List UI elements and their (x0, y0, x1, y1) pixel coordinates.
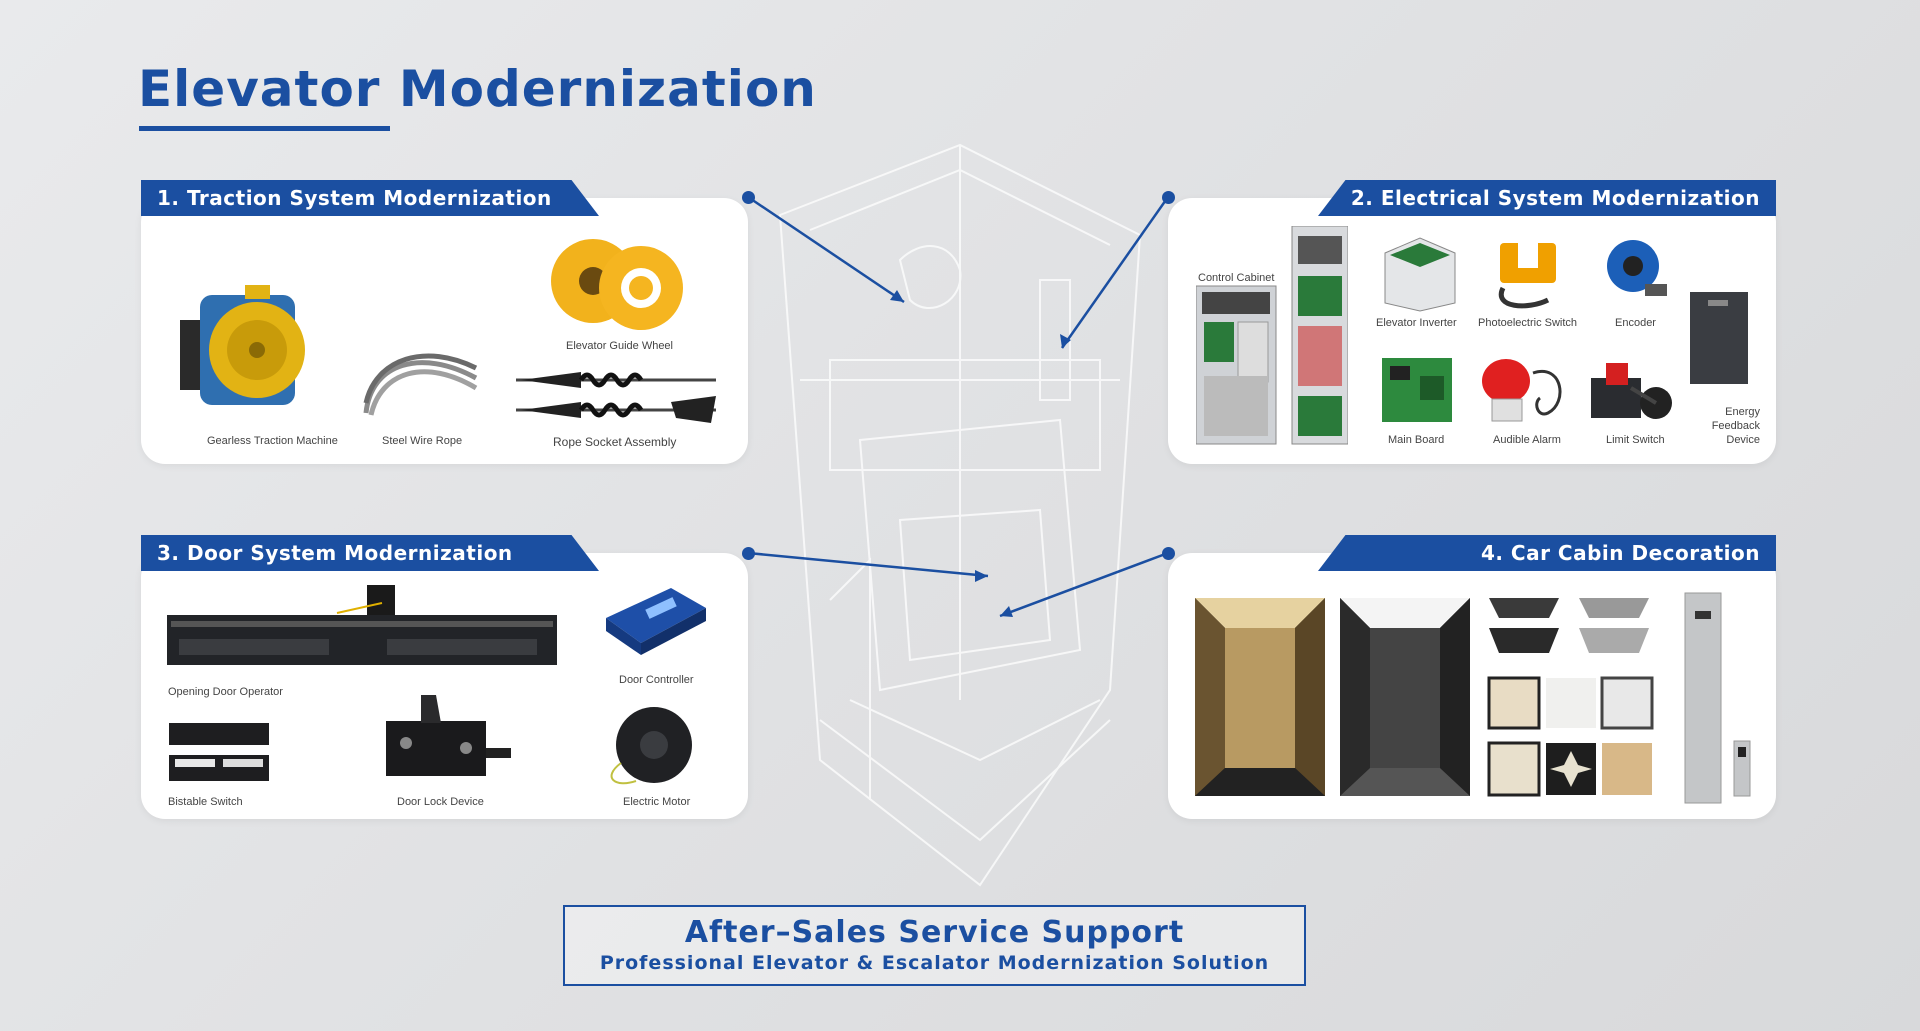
item-label: Photoelectric Switch (1478, 317, 1578, 329)
connector-dot-electrical (1162, 191, 1175, 204)
item-label: Audible Alarm (1493, 434, 1561, 446)
gearless-traction-machine-image (180, 285, 305, 405)
item-label: Energy Feedback Device (1711, 406, 1760, 446)
section-heading: 2. Electrical System Modernization (1318, 180, 1776, 216)
item-label: Control Cabinet (1198, 272, 1275, 284)
audible-alarm-image (1482, 359, 1562, 422)
traction-system-panel: 1. Traction System Modernization Gearles… (141, 180, 748, 464)
item-label: Main Board (1388, 434, 1445, 446)
cabin-interior-black-image (1340, 598, 1470, 796)
photoelectric-switch-image (1498, 243, 1556, 309)
encoder-image (1607, 240, 1667, 296)
connector-dot-cabin (1162, 547, 1175, 560)
energy-feedback-device-image (1690, 292, 1748, 384)
connector-dot-traction (742, 191, 755, 204)
item-label: Limit Switch (1606, 434, 1665, 446)
control-cabinet-image (1196, 226, 1348, 445)
item-label: Gearless Traction Machine (207, 435, 338, 447)
page-title: Elevator Modernization (138, 60, 817, 118)
item-label: Bistable Switch (168, 796, 243, 808)
item-label: Steel Wire Rope (382, 435, 463, 447)
connector-dot-door (742, 547, 755, 560)
elevator-guide-wheel-image (551, 239, 683, 330)
cabin-interior-gold-image (1195, 598, 1325, 796)
ceiling-and-floor-samples-image (1487, 598, 1654, 797)
opening-door-operator-image (167, 585, 557, 665)
rope-socket-assembly-image (516, 372, 716, 423)
door-controller-image (606, 588, 706, 655)
section-heading: 4. Car Cabin Decoration (1318, 535, 1776, 571)
section-heading: 3. Door System Modernization (141, 535, 599, 571)
title-underline (139, 126, 390, 131)
item-label: Rope Socket Assembly (553, 435, 677, 449)
electrical-system-panel: 2. Electrical System Modernization (1168, 180, 1776, 464)
car-operating-panel-image (1684, 592, 1751, 804)
limit-switch-image (1591, 363, 1672, 419)
item-label: Encoder (1615, 317, 1656, 329)
footer-subtitle: Professional Elevator & Escalator Modern… (599, 952, 1270, 974)
item-label: Door Controller (619, 674, 694, 686)
item-label: Door Lock Device (397, 796, 484, 808)
after-sales-support-box: After–Sales Service Support Professional… (563, 905, 1306, 986)
car-cabin-panel: 4. Car Cabin Decoration (1168, 535, 1776, 819)
door-system-panel: 3. Door System Modernization Opening Doo… (141, 535, 748, 819)
electric-motor-image (610, 707, 692, 785)
footer-title: After–Sales Service Support (684, 915, 1185, 950)
item-label: Electric Motor (623, 796, 691, 808)
item-label: Opening Door Operator (168, 686, 283, 698)
elevator-inverter-image (1384, 237, 1456, 312)
door-lock-device-image (386, 695, 511, 776)
section-heading: 1. Traction System Modernization (141, 180, 599, 216)
main-board-image (1382, 358, 1452, 422)
bistable-switch-image (169, 723, 269, 781)
item-label: Elevator Guide Wheel (566, 340, 673, 352)
item-label: Elevator Inverter (1376, 317, 1457, 329)
steel-wire-rope-image (363, 353, 478, 416)
